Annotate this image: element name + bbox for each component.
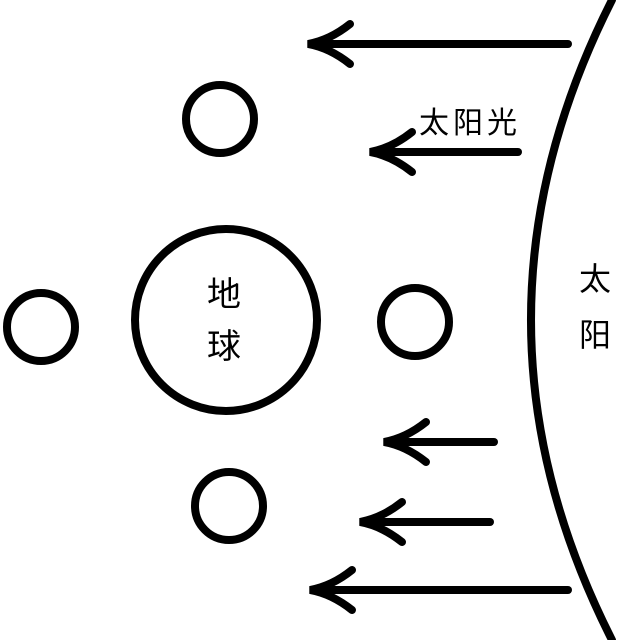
arrow-lower-middle-2 — [359, 498, 494, 546]
sun-label-1: 太 — [579, 260, 611, 298]
sunlight-arrows — [307, 20, 572, 614]
earth-label-2: 球 — [207, 327, 241, 367]
moon-top — [182, 81, 258, 157]
moons — [3, 81, 453, 544]
moon-bottom — [191, 468, 267, 544]
earth-label-1: 地 — [207, 275, 241, 315]
earth-circle — [131, 225, 321, 415]
arrow-top — [307, 20, 572, 68]
arrow-bottom — [309, 566, 572, 614]
sunlight-label: 太阳光 — [419, 106, 521, 141]
moon-left — [3, 289, 79, 365]
moon-right — [377, 284, 453, 360]
sun-arc — [527, 0, 616, 640]
sun-label-2: 阳 — [579, 316, 611, 354]
arrow-upper-middle — [369, 128, 522, 176]
arrow-lower-middle-1 — [383, 418, 498, 466]
